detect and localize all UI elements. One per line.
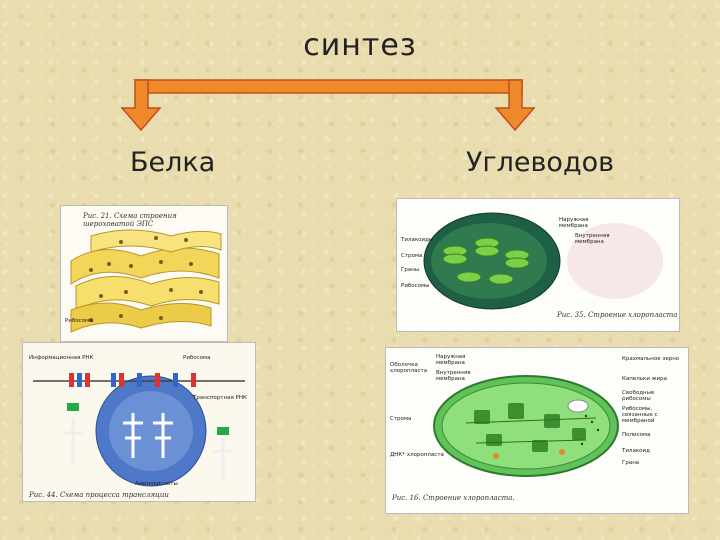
bracket-bar: [133, 79, 523, 94]
label-thylakoid: Тилакоид: [622, 448, 650, 454]
label-ribosomes: Рибосомы: [401, 283, 430, 289]
label-stroma: Строма: [401, 253, 423, 259]
figure-chloroplast-3d: Наружная мембрана Внутренняя мембрана Ти…: [396, 198, 680, 332]
label-envelope: Оболочка хлоропласта: [390, 362, 428, 374]
caption: Рис. 21. Схема строения шероховатой ЭПС: [83, 212, 177, 228]
label-thylakoids: Тилакоиды: [401, 237, 434, 243]
label-fat: Капельки жира: [622, 376, 668, 382]
caption: Рис. 35. Строение хлоропласта: [557, 311, 678, 319]
chloroplast-section-illustration: [386, 348, 688, 513]
slide-title: синтез: [303, 28, 417, 63]
label-outer-membrane: Наружная мембрана: [436, 354, 466, 366]
label-grana: Граны: [401, 267, 420, 273]
label-polysome: Полисома: [622, 432, 651, 438]
label-starch: Крахмальное зерно: [622, 356, 680, 362]
right-arrow-icon: [494, 79, 536, 132]
label-dna: ДНК* хлоропласта: [390, 452, 444, 458]
label-free-ribosomes: Свободные рибосомы: [622, 390, 655, 402]
protein-label: Белка: [130, 147, 216, 178]
label-trna: Транспортная РНК: [193, 395, 247, 401]
translation-illustration: [23, 343, 255, 501]
label-bound-ribosomes: Рибосомы, связанные с мембраной: [622, 406, 658, 424]
label-ribosomes: Рибосомы: [65, 318, 94, 324]
label-mrna: Информационная РНК: [29, 355, 94, 361]
figure-chloroplast-section: Оболочка хлоропласта Наружная мембрана В…: [385, 347, 689, 514]
chloroplast-3d-illustration: [397, 199, 679, 331]
carbohydrate-label: Углеводов: [466, 147, 615, 178]
rough-er-illustration: [61, 206, 227, 341]
figure-rough-er: Рис. 21. Схема строения шероховатой ЭПС …: [60, 205, 228, 342]
label-ribosome: Рибосома: [183, 355, 211, 361]
label-inner-membrane: Внутренняя мембрана: [436, 370, 471, 382]
figure-translation: Информационная РНК Рибосома Транспортная…: [22, 342, 256, 502]
label-amino-acids: Аминокислоты: [135, 481, 178, 487]
label-outer-membrane: Наружная мембрана: [559, 217, 589, 229]
caption: Рис. 16. Строение хлоропласта.: [392, 494, 515, 502]
caption: Рис. 44. Схема процесса трансляции: [29, 491, 169, 499]
label-stroma: Строма: [390, 416, 412, 422]
label-grana: Грана: [622, 460, 640, 466]
left-arrow-icon: [120, 79, 162, 132]
label-inner-membrane: Внутренняя мембрана: [575, 233, 610, 245]
